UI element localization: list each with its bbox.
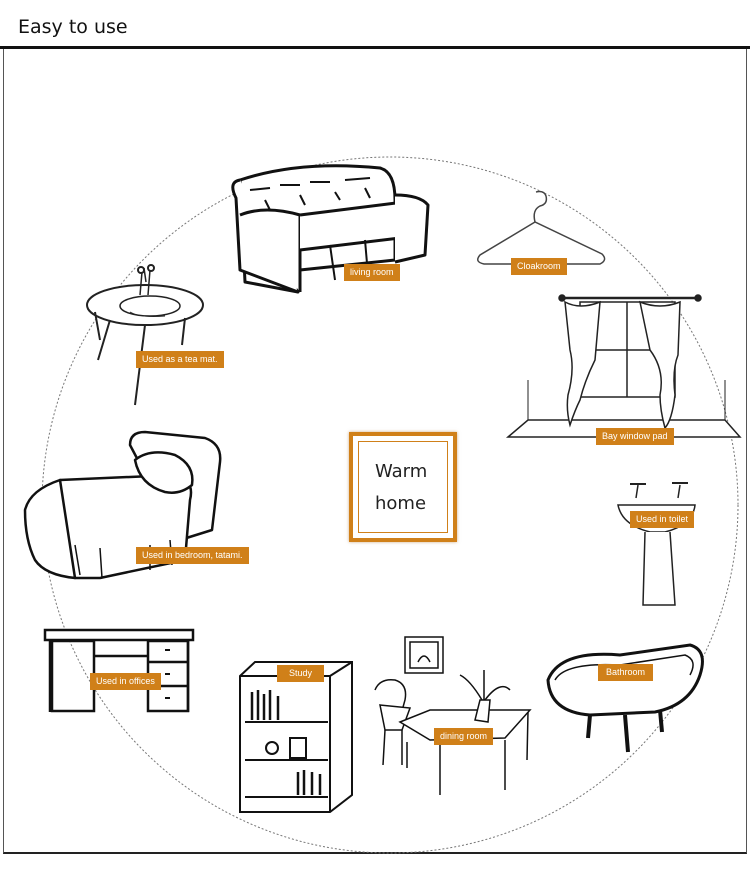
dining-table-icon <box>374 636 532 795</box>
tea-table-icon <box>86 264 204 406</box>
page-title: Easy to use <box>18 16 128 38</box>
header-divider <box>0 46 750 49</box>
warm-home-text: Warm home <box>375 456 445 520</box>
sink-icon <box>617 482 696 606</box>
bookshelf-icon <box>239 661 353 813</box>
hanger-icon <box>477 190 606 265</box>
warm-home-line-2: home <box>375 493 427 514</box>
label-bathroom: Bathroom <box>598 664 654 681</box>
label-toilet: Used in toilet <box>630 511 695 528</box>
sofa-icon <box>231 164 430 294</box>
label-cloakroom: Cloakroom <box>511 258 567 275</box>
warm-home-line-1: Warm <box>375 461 428 482</box>
desk-icon <box>43 628 195 713</box>
curtain-window-icon <box>505 294 742 438</box>
label-offices: Used in offices <box>90 673 161 690</box>
bathtub-icon <box>546 643 704 753</box>
label-bedroom: Used in bedroom, tatami. <box>136 547 249 564</box>
label-study: Study <box>277 665 325 682</box>
warm-home-inner-border <box>358 441 448 533</box>
label-bay-window-pad: Bay window pad <box>596 428 674 445</box>
label-dining-room: dining room <box>434 728 494 745</box>
label-tea-mat: Used as a tea mat. <box>136 351 224 368</box>
label-living-room: living room <box>344 264 400 281</box>
warm-home-frame: Warm home <box>349 432 457 542</box>
